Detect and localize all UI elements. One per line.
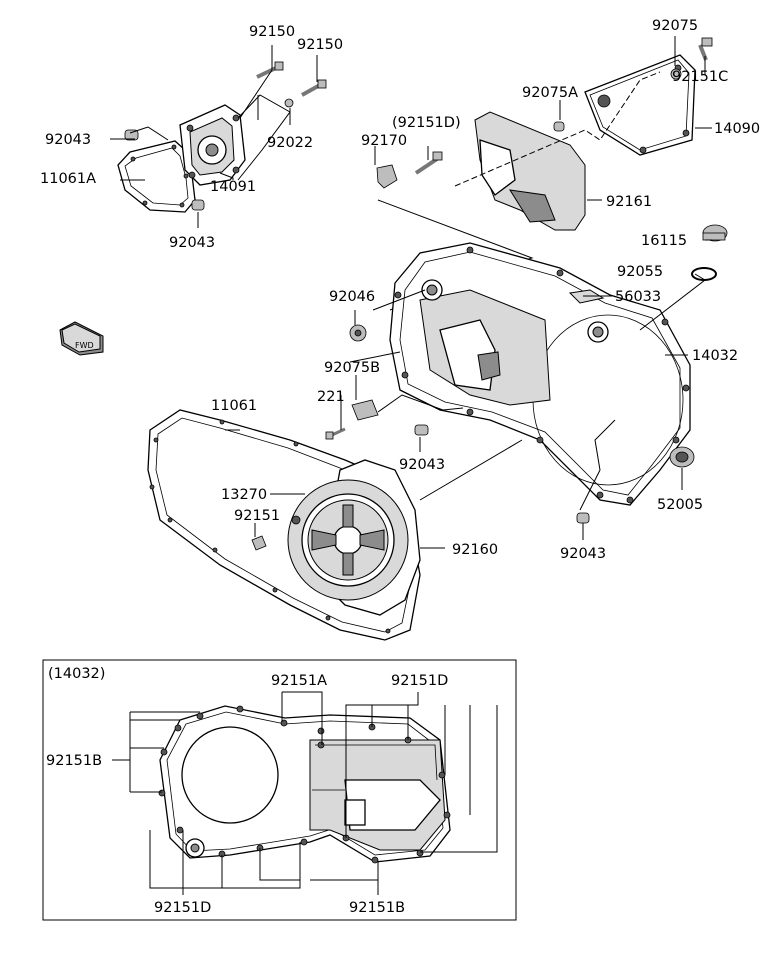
part-labels: 92150 92150 92075 92151C 92075A 14090 92… [40, 18, 760, 916]
label-92043-a: 92043 [45, 132, 91, 148]
bushing-92046 [349, 324, 367, 342]
label-92151D-inset-bottom: 92151D [154, 900, 211, 916]
bolt-92151C [698, 37, 713, 61]
o-ring-92055 [691, 267, 717, 281]
label-92151D-paren: (92151D) [392, 115, 461, 131]
dowel-92043-b [191, 199, 205, 211]
label-92043-c: 92043 [399, 457, 445, 473]
label-92043-d: 92043 [560, 546, 606, 562]
bolt-92151D [414, 151, 443, 175]
bolt-92150-b [301, 79, 327, 97]
inset-title: (14032) [48, 666, 105, 682]
label-56033: 56033 [615, 289, 661, 305]
label-92022: 92022 [267, 135, 313, 151]
label-13270: 13270 [221, 487, 267, 503]
seal-52005 [669, 446, 695, 468]
bolt-221 [325, 427, 346, 440]
part-14032-cover [389, 242, 691, 506]
label-92151D-inset-top: 92151D [391, 673, 448, 689]
label-92046: 92046 [329, 289, 375, 305]
inset-box [42, 659, 517, 921]
washer-92022 [284, 98, 294, 108]
label-14091: 14091 [210, 179, 256, 195]
bolt-92150-a [256, 61, 284, 79]
label-92151B-inset-bottom: 92151B [349, 900, 405, 916]
fwd-label: FWD [75, 341, 94, 350]
label-92055: 92055 [617, 264, 663, 280]
label-14032: 14032 [692, 348, 738, 364]
label-14090: 14090 [714, 121, 760, 137]
label-92160: 92160 [452, 542, 498, 558]
label-52005: 52005 [657, 497, 703, 513]
dowel-92043-d [576, 512, 590, 524]
part-92160-cover [287, 459, 421, 616]
label-11061: 11061 [211, 398, 257, 414]
bolt-92151 [251, 535, 267, 551]
fwd-arrow-icon: FWD [59, 321, 104, 356]
label-92151: 92151 [234, 508, 280, 524]
label-92150-b: 92150 [297, 37, 343, 53]
bracket-92075B [351, 399, 379, 421]
label-92075A: 92075A [522, 85, 578, 101]
label-92151C: 92151C [672, 69, 728, 85]
label-92151B-inset-left: 92151B [46, 753, 102, 769]
label-16115: 16115 [641, 233, 687, 249]
nut-92075 [670, 68, 682, 80]
label-92151A: 92151A [271, 673, 327, 689]
label-221: 221 [317, 389, 345, 405]
label-92150-a: 92150 [249, 24, 295, 40]
dowel-92043-a [124, 129, 139, 141]
plug-16115 [702, 224, 728, 242]
part-14091-cover [179, 104, 246, 186]
nut-92075A [553, 121, 565, 132]
part-92161-plate [474, 111, 586, 231]
label-92161: 92161 [606, 194, 652, 210]
part-11061A-gasket [117, 140, 196, 213]
clamp-92170 [376, 164, 398, 189]
label-92075B: 92075B [324, 360, 380, 376]
dowel-92043-c [414, 424, 429, 436]
label-92075: 92075 [652, 18, 698, 34]
label-11061A: 11061A [40, 171, 96, 187]
label-92043-b: 92043 [169, 235, 215, 251]
label-92170: 92170 [361, 133, 407, 149]
